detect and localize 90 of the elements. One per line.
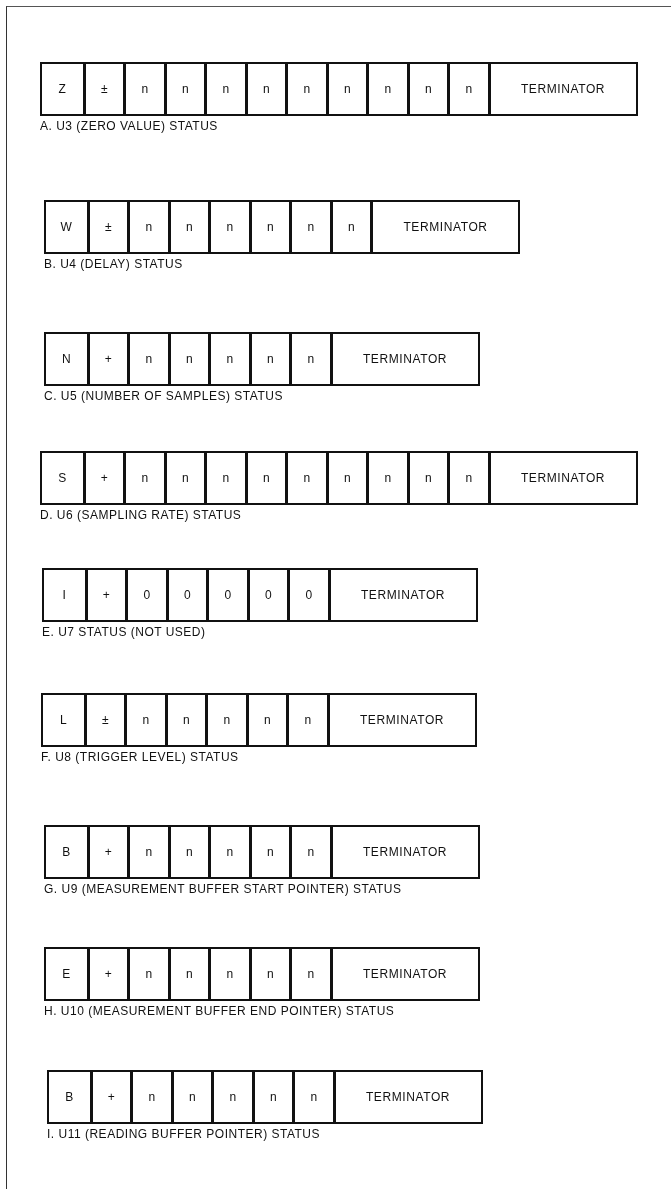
register-field: S bbox=[42, 453, 83, 503]
register-field: n bbox=[127, 949, 168, 999]
register-field: n bbox=[204, 64, 245, 114]
register-field: + bbox=[89, 1072, 130, 1122]
register-field: n bbox=[244, 453, 285, 503]
register-field: TERMINATOR bbox=[329, 827, 478, 877]
register-field: n bbox=[366, 453, 407, 503]
register-field: n bbox=[164, 695, 205, 745]
register-field: n bbox=[289, 334, 330, 384]
register-label: H. U10 (MEASUREMENT BUFFER END POINTER) STATUS bbox=[44, 1004, 395, 1018]
register-field: + bbox=[86, 949, 127, 999]
register-field: L bbox=[43, 695, 84, 745]
register-field: n bbox=[167, 827, 208, 877]
register-field: n bbox=[163, 453, 204, 503]
register-field: n bbox=[208, 202, 249, 252]
register-field: ± bbox=[86, 202, 127, 252]
register-label: F. U8 (TRIGGER LEVEL) STATUS bbox=[41, 750, 239, 764]
register-field: TERMINATOR bbox=[370, 202, 518, 252]
register-field: 0 bbox=[206, 570, 247, 620]
register-field: ± bbox=[83, 695, 124, 745]
register-field: n bbox=[285, 64, 326, 114]
register-field: n bbox=[248, 827, 289, 877]
register-field: Z bbox=[42, 64, 83, 114]
register-field: n bbox=[366, 64, 407, 114]
register-field: n bbox=[167, 334, 208, 384]
register-field: n bbox=[447, 453, 488, 503]
register-field: n bbox=[245, 695, 286, 745]
register-field: TERMINATOR bbox=[487, 453, 636, 503]
register-field: TERMINATOR bbox=[329, 949, 478, 999]
register-field: n bbox=[248, 334, 289, 384]
register-field: B bbox=[49, 1072, 90, 1122]
register-field: 0 bbox=[125, 570, 166, 620]
register-field: 0 bbox=[165, 570, 206, 620]
register-field: I bbox=[44, 570, 85, 620]
register-field: 0 bbox=[287, 570, 328, 620]
register-field: n bbox=[447, 64, 488, 114]
register-field: n bbox=[406, 453, 447, 503]
register-field: ± bbox=[82, 64, 123, 114]
register-field: n bbox=[289, 949, 330, 999]
register-field: N bbox=[46, 334, 87, 384]
register-field: n bbox=[167, 202, 208, 252]
register-field: n bbox=[289, 827, 330, 877]
register-label: C. U5 (NUMBER OF SAMPLES) STATUS bbox=[44, 389, 283, 403]
register-field: n bbox=[127, 202, 168, 252]
register-field: n bbox=[244, 64, 285, 114]
register-field: n bbox=[292, 1072, 333, 1122]
register-field: n bbox=[167, 949, 208, 999]
register-field: + bbox=[86, 827, 127, 877]
register-label: G. U9 (MEASUREMENT BUFFER START POINTER) STATUS bbox=[44, 882, 402, 896]
register-field: W bbox=[46, 202, 87, 252]
register-field: n bbox=[130, 1072, 171, 1122]
register-field: n bbox=[325, 64, 366, 114]
register-field: B bbox=[46, 827, 87, 877]
register-field: n bbox=[248, 949, 289, 999]
register-field: n bbox=[163, 64, 204, 114]
register-field: n bbox=[204, 453, 245, 503]
register-field: n bbox=[123, 453, 164, 503]
register-field: TERMINATOR bbox=[487, 64, 636, 114]
register-field: TERMINATOR bbox=[327, 570, 476, 620]
register-field: + bbox=[84, 570, 125, 620]
register-field: n bbox=[124, 695, 165, 745]
register-label: B. U4 (DELAY) STATUS bbox=[44, 257, 183, 271]
register-field: n bbox=[286, 695, 327, 745]
register-field: E bbox=[46, 949, 87, 999]
register-field: n bbox=[208, 334, 249, 384]
register-field: n bbox=[289, 202, 330, 252]
register-label: D. U6 (SAMPLING RATE) STATUS bbox=[40, 508, 242, 522]
register-field: n bbox=[170, 1072, 211, 1122]
register-field: n bbox=[251, 1072, 292, 1122]
register-field: n bbox=[208, 949, 249, 999]
register-label: E. U7 STATUS (NOT USED) bbox=[42, 625, 206, 639]
register-field: TERMINATOR bbox=[326, 695, 475, 745]
register-field: n bbox=[285, 453, 326, 503]
register-field: + bbox=[86, 334, 127, 384]
register-field: 0 bbox=[246, 570, 287, 620]
register-field: n bbox=[325, 453, 366, 503]
register-field: n bbox=[205, 695, 246, 745]
register-field: n bbox=[248, 202, 289, 252]
register-field: n bbox=[208, 827, 249, 877]
register-field: TERMINATOR bbox=[329, 334, 478, 384]
register-field: + bbox=[82, 453, 123, 503]
register-field: n bbox=[127, 334, 168, 384]
register-label: A. U3 (ZERO VALUE) STATUS bbox=[40, 119, 218, 133]
register-field: TERMINATOR bbox=[332, 1072, 481, 1122]
register-label: I. U11 (READING BUFFER POINTER) STATUS bbox=[47, 1127, 321, 1141]
register-field: n bbox=[329, 202, 370, 252]
register-field: n bbox=[211, 1072, 252, 1122]
register-field: n bbox=[406, 64, 447, 114]
register-field: n bbox=[127, 827, 168, 877]
register-field: n bbox=[123, 64, 164, 114]
